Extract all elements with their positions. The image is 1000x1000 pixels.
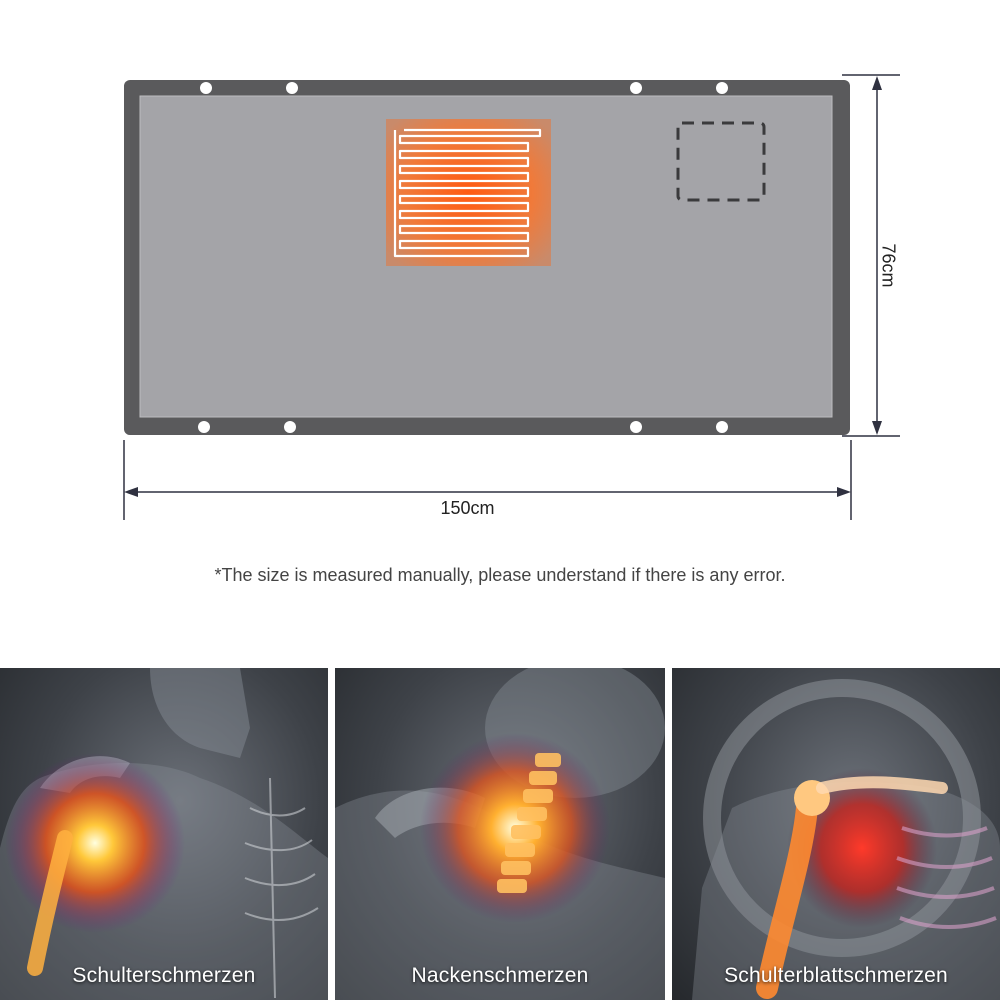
grommet-hole — [630, 82, 642, 94]
neck-illustration — [335, 668, 665, 1000]
mat-drawing — [123, 74, 900, 520]
grommet-hole — [716, 421, 728, 433]
grommet-hole — [716, 82, 728, 94]
height-label: 76cm — [878, 243, 899, 288]
panel-caption: Schulterschmerzen — [72, 964, 256, 987]
grommet-hole — [198, 421, 210, 433]
grommet-hole — [630, 421, 642, 433]
grommet-hole — [284, 421, 296, 433]
grommet-hole — [286, 82, 298, 94]
shoulder-blade-illustration — [692, 679, 1000, 1000]
panel-neck-pain: Nackenschmerzen — [335, 668, 665, 1000]
panel-shoulder-blade-pain: Schulterblattschmerzen — [672, 668, 1000, 1000]
product-diagram: 150cm 76cm — [123, 74, 900, 520]
panel-caption: Schulterblattschmerzen — [724, 964, 948, 987]
panel-caption: Nackenschmerzen — [411, 964, 589, 987]
grommet-hole — [200, 82, 212, 94]
panel-shoulder-pain: Schulterschmerzen — [0, 668, 328, 1000]
heating-element — [386, 119, 551, 266]
width-dimension — [123, 440, 852, 520]
width-label: 150cm — [440, 498, 495, 518]
pain-area-panels: Schulterschmerzen — [0, 668, 1000, 1000]
height-dimension — [842, 74, 900, 437]
grommet-holes — [198, 82, 728, 433]
shoulder-illustration — [0, 668, 328, 1000]
size-disclaimer: *The size is measured manually, please u… — [214, 565, 786, 585]
